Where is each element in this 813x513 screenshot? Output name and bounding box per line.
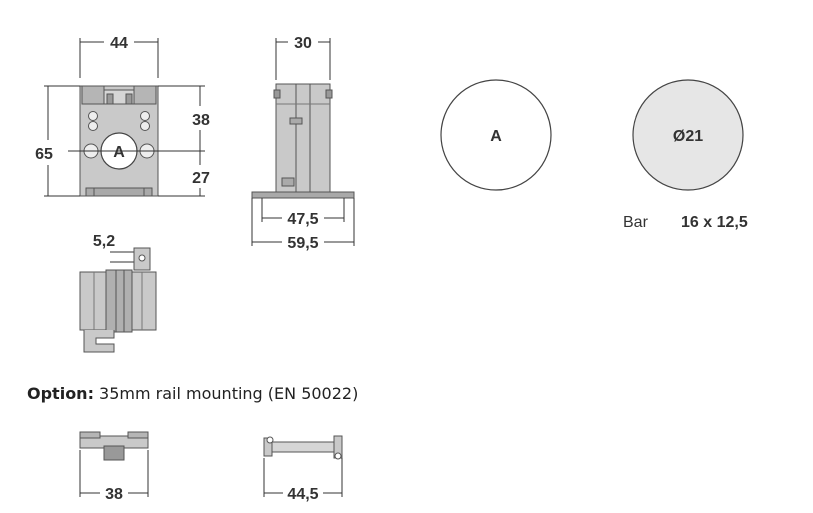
option-prefix: Option: bbox=[27, 384, 94, 403]
front-body bbox=[79, 85, 159, 197]
round-conductor-label: Ø21 bbox=[673, 128, 703, 145]
dimension-label-hole: 5,2 bbox=[93, 233, 115, 250]
dimension-label-height: 65 bbox=[35, 146, 53, 163]
dimension-width-44 bbox=[79, 38, 159, 78]
clip-detail: 5,2 bbox=[79, 233, 157, 353]
option-text: 35mm rail mounting (EN 50022) bbox=[94, 384, 358, 403]
aperture-label-front: A bbox=[113, 144, 125, 161]
bar-label: Bar bbox=[623, 214, 649, 231]
dimension-label-width: 44 bbox=[110, 35, 128, 52]
option-caption: Option: 35mm rail mounting (EN 50022) bbox=[27, 384, 358, 403]
dimension-label-base-inner: 47,5 bbox=[287, 211, 318, 228]
clip-body bbox=[79, 269, 157, 353]
dimension-depth-30 bbox=[275, 38, 331, 80]
dimension-label-depth: 30 bbox=[294, 35, 312, 52]
dimension-label-upper: 38 bbox=[192, 112, 210, 129]
dimension-label-base-outer: 59,5 bbox=[287, 235, 318, 252]
dimension-base-outer bbox=[251, 198, 355, 246]
aperture-label: A bbox=[490, 128, 502, 145]
side-body bbox=[251, 83, 355, 199]
side-view: 30 47,5 59,5 bbox=[251, 35, 355, 252]
aperture-circle bbox=[440, 79, 552, 191]
rail-front bbox=[79, 431, 149, 497]
dimension-base-inner bbox=[261, 198, 345, 222]
dimension-label-lower: 27 bbox=[192, 170, 210, 187]
front-view: 44 A bbox=[35, 35, 210, 197]
dimension-height-65 bbox=[44, 85, 80, 197]
dimension-label-rail-front: 38 bbox=[105, 486, 123, 503]
dimension-upper-lower bbox=[158, 85, 205, 197]
round-conductor bbox=[632, 79, 744, 191]
bar-size: 16 x 12,5 bbox=[681, 214, 748, 231]
rail-side bbox=[263, 435, 343, 497]
dimension-label-rail-side: 44,5 bbox=[287, 486, 318, 503]
